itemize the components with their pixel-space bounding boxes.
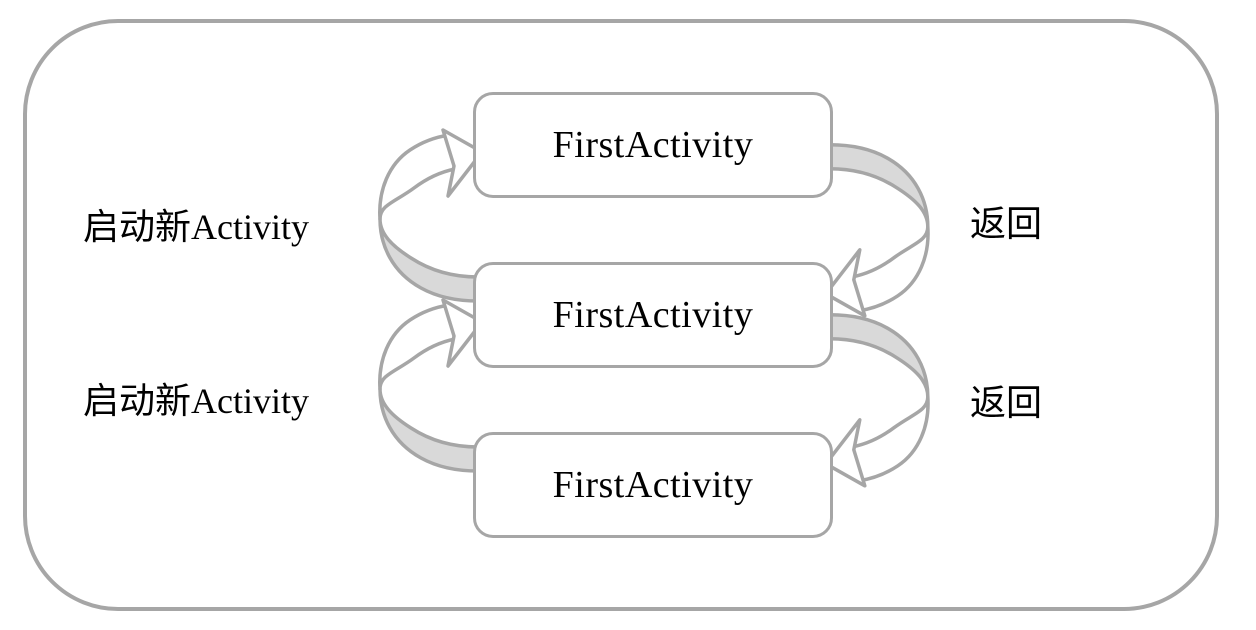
activity-box-top: FirstActivity [473, 92, 833, 198]
curved-arrow-back-icon [824, 313, 930, 488]
start-activity-label: 启动新Activity [83, 381, 309, 421]
back-label: 返回 [969, 204, 1043, 244]
start-activity-label: 启动新Activity [83, 207, 309, 247]
activity-box-bottom: FirstActivity [473, 432, 833, 538]
activity-box-label: FirstActivity [552, 464, 754, 506]
curved-arrow-start-activity-icon [378, 128, 484, 303]
activity-box-label: FirstActivity [552, 294, 754, 336]
back-label: 返回 [969, 383, 1043, 423]
activity-box-middle: FirstActivity [473, 262, 833, 368]
curved-arrow-start-activity-icon [378, 298, 484, 473]
curved-arrow-back-icon [824, 143, 930, 318]
outer-rounded-border [23, 19, 1219, 611]
activity-box-label: FirstActivity [552, 124, 754, 166]
